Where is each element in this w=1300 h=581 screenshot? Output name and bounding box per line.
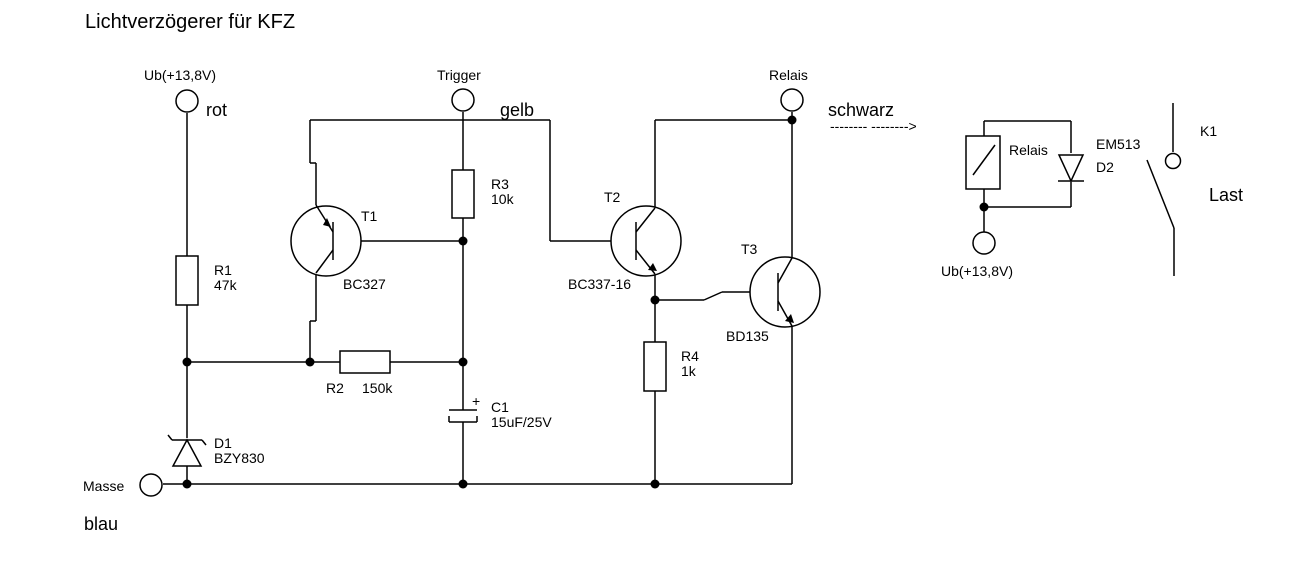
c1-polarity: + bbox=[472, 393, 480, 409]
terminal-trigger-label: Trigger bbox=[437, 67, 481, 83]
k1-load: Last bbox=[1209, 185, 1243, 205]
terminal-masse-color: blau bbox=[84, 514, 118, 534]
t1-ref: T1 bbox=[361, 208, 378, 224]
resistor-r2 bbox=[339, 350, 391, 374]
terminal-ub[interactable] bbox=[175, 89, 199, 113]
terminal-masse-label: Masse bbox=[83, 478, 124, 494]
d1-value: BZY830 bbox=[214, 450, 265, 466]
t3-ref: T3 bbox=[741, 241, 758, 257]
r3-ref: R3 bbox=[491, 176, 509, 192]
diagram-title: Lichtverzögerer für KFZ bbox=[85, 11, 295, 33]
r2-ref: R2 bbox=[326, 380, 344, 396]
r1-ref: R1 bbox=[214, 262, 232, 278]
terminal-relais-label: Relais bbox=[769, 67, 808, 83]
t2-ref: T2 bbox=[604, 189, 621, 205]
relay-coil-label: Relais bbox=[1009, 142, 1048, 158]
terminal-trigger-color: gelb bbox=[500, 100, 534, 120]
c1-value: 15uF/25V bbox=[491, 414, 552, 430]
t1-value: BC327 bbox=[343, 276, 386, 292]
terminal-relay-ub-label: Ub(+13,8V) bbox=[941, 263, 1013, 279]
switch-k1 bbox=[1146, 103, 1175, 276]
r1-value: 47k bbox=[214, 277, 238, 293]
terminal-relais[interactable] bbox=[780, 88, 804, 112]
capacitor-c1 bbox=[448, 409, 478, 423]
r2-value: 150k bbox=[362, 380, 393, 396]
zener-diode-d1 bbox=[167, 434, 207, 467]
diode-d2 bbox=[1057, 154, 1085, 183]
junction-dots bbox=[182, 115, 797, 489]
terminal-relais-color: schwarz bbox=[828, 100, 894, 120]
d1-ref: D1 bbox=[214, 435, 232, 451]
d2-value: EM513 bbox=[1096, 136, 1141, 152]
d2-ref: D2 bbox=[1096, 159, 1114, 175]
resistor-r3 bbox=[451, 169, 475, 219]
terminal-trigger[interactable] bbox=[451, 88, 475, 112]
relais-arrow: -------- --------> bbox=[830, 118, 917, 134]
transistor-t3 bbox=[749, 256, 821, 328]
t2-value: BC337-16 bbox=[568, 276, 631, 292]
resistor-r1 bbox=[175, 255, 199, 306]
resistor-r4 bbox=[643, 341, 667, 392]
transistor-t2 bbox=[610, 205, 682, 277]
terminal-relay-ub[interactable] bbox=[972, 231, 996, 255]
t3-value: BD135 bbox=[726, 328, 769, 344]
r3-value: 10k bbox=[491, 191, 515, 207]
terminal-ub-color: rot bbox=[206, 100, 227, 120]
relay-coil bbox=[965, 135, 1001, 190]
junction-relay bbox=[979, 202, 989, 212]
switch-k1-contact bbox=[1164, 152, 1182, 170]
r4-value: 1k bbox=[681, 363, 697, 379]
k1-ref: K1 bbox=[1200, 123, 1217, 139]
c1-ref: C1 bbox=[491, 399, 509, 415]
r4-ref: R4 bbox=[681, 348, 699, 364]
transistor-t1 bbox=[290, 204, 362, 277]
terminal-masse[interactable] bbox=[139, 473, 163, 497]
terminal-ub-label: Ub(+13,8V) bbox=[144, 67, 216, 83]
